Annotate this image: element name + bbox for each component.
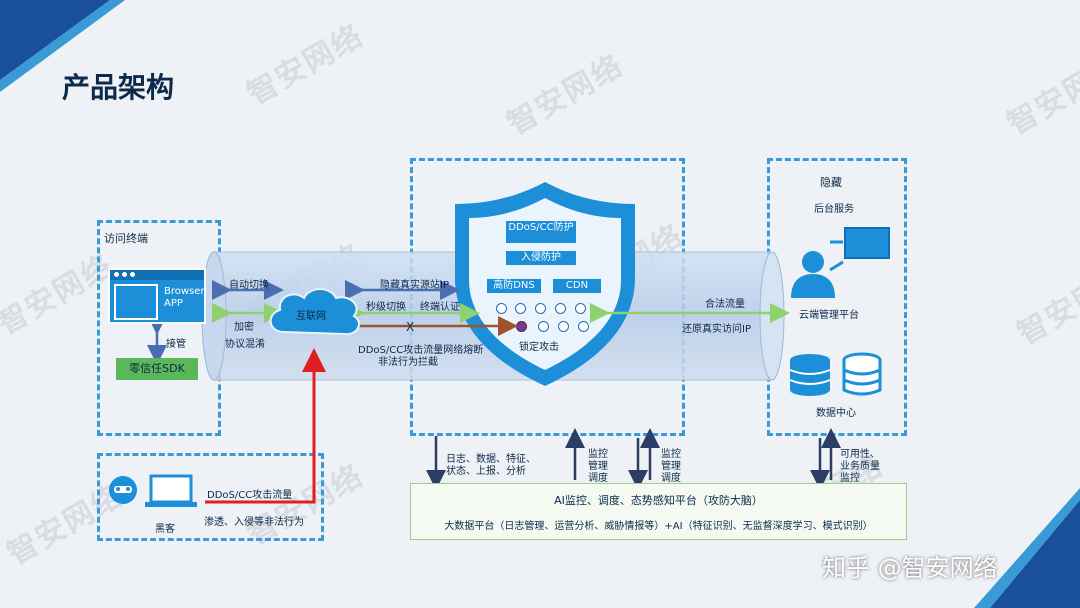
database-icon xyxy=(789,352,882,396)
high-defense-dns-module: 高防DNS xyxy=(486,278,542,294)
ai-platform-box: AI监控、调度、态势感知平台（攻防大脑） 大数据平台（日志管理、运营分析、威胁情… xyxy=(410,483,907,540)
protocol-obfuscation-label: 协议混淆 xyxy=(225,339,265,350)
internet-label: 互联网 xyxy=(296,311,326,322)
terminal-auth-label: 终端认证 xyxy=(420,302,460,313)
window-titlebar xyxy=(110,270,204,280)
backend-section-label: 隐藏 xyxy=(820,176,842,189)
hide-ip-label: 隐藏真实源站IP xyxy=(380,280,449,291)
hacker-icon xyxy=(109,474,197,507)
monitor2-label-line2: 管理 xyxy=(661,461,681,472)
lock-attack-label: 锁定攻击 xyxy=(519,342,559,353)
auto-switch-label: 自动切换 xyxy=(229,280,269,291)
corner-decoration-top-left xyxy=(0,0,125,92)
node-dot xyxy=(538,321,549,332)
browser-app-window: Browser APP xyxy=(108,268,206,324)
node-dot xyxy=(575,303,586,314)
node-dot xyxy=(558,321,569,332)
internet-cloud-icon xyxy=(269,288,360,336)
takeover-label: 接管 xyxy=(166,339,186,350)
window-dot-icon xyxy=(122,272,127,277)
window-content-frame xyxy=(114,284,158,320)
backend-service-label: 后台服务 xyxy=(814,204,854,215)
cdn-module: CDN xyxy=(552,278,602,294)
monitor2-label-line1: 监控 xyxy=(661,449,681,460)
window-dot-icon xyxy=(130,272,135,277)
intrusion-protection-module: 入侵防护 xyxy=(505,250,577,266)
cloud-admin-icon xyxy=(791,227,890,298)
client-section-label: 访问终端 xyxy=(104,232,148,245)
ddos-protection-module: DDoS/CC防护 xyxy=(505,220,577,244)
data-center-label: 数据中心 xyxy=(816,408,856,419)
window-dot-icon xyxy=(114,272,119,277)
availability-label-line3: 监控 xyxy=(840,473,860,484)
cloud-management-label: 云端管理平台 xyxy=(799,310,859,321)
monitor1-label-line1: 监控 xyxy=(588,449,608,460)
corner-decoration-bottom-right xyxy=(974,488,1080,608)
block-x-mark: X xyxy=(406,320,415,334)
hacker-label: 黑客 xyxy=(155,524,175,535)
block-label: 非法行为拦截 xyxy=(378,357,438,368)
node-dot xyxy=(496,303,507,314)
attack-traffic-label: DDoS/CC攻击流量 xyxy=(207,490,293,501)
node-dot xyxy=(578,321,589,332)
availability-label-line2: 业务质量 xyxy=(840,461,880,472)
fuse-label: DDoS/CC攻击流量网络熔断 xyxy=(358,345,484,356)
monitor1-label-line3: 调度 xyxy=(588,473,608,484)
intrusion-behavior-label: 渗透、入侵等非法行为 xyxy=(204,517,304,528)
restore-ip-label: 还原真实访问IP xyxy=(682,324,751,335)
footer-brand: 知乎 @智安网络 xyxy=(822,554,998,582)
node-dot xyxy=(535,303,546,314)
monitor2-label-line3: 调度 xyxy=(661,473,681,484)
zero-trust-sdk-box: 零信任SDK xyxy=(116,358,198,380)
ai-platform-line1: AI监控、调度、态势感知平台（攻防大脑） xyxy=(554,494,763,507)
legal-traffic-label: 合法流量 xyxy=(705,299,745,310)
browser-app-label: Browser APP xyxy=(164,286,205,309)
logs-label-line1: 日志、数据、特征、 xyxy=(446,454,536,465)
encrypt-label: 加密 xyxy=(234,322,254,333)
page-title: 产品架构 xyxy=(62,71,175,104)
node-dot xyxy=(555,303,566,314)
availability-label-line1: 可用性、 xyxy=(840,449,880,460)
hacker-section-box xyxy=(97,453,324,541)
second-switch-label: 秒级切换 xyxy=(366,302,406,313)
ai-platform-line2: 大数据平台（日志管理、运营分析、威胁情报等）+AI（特征识别、无监督深度学习、模… xyxy=(444,521,873,532)
logs-label-line2: 状态、上报、分析 xyxy=(446,466,526,477)
monitor1-label-line2: 管理 xyxy=(588,461,608,472)
node-dot xyxy=(515,303,526,314)
